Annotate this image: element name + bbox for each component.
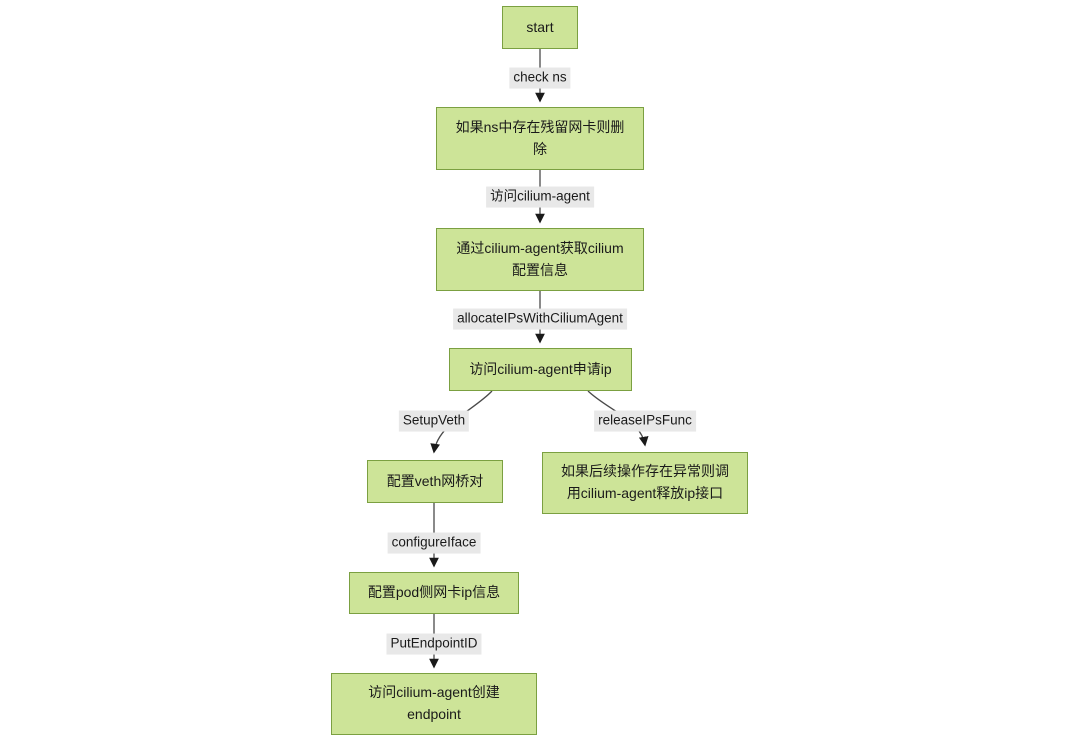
edge-label-allocate-ips: allocateIPsWithCiliumAgent [453,308,627,330]
node-release-ips-on-error-label: 如果后续操作存在异常则调用cilium-agent释放ip接口 [561,463,729,501]
edge-label-check-ns: check ns [509,67,571,89]
node-setup-veth: 配置veth网桥对 [367,460,503,503]
node-release-ips-on-error: 如果后续操作存在异常则调用cilium-agent释放ip接口 [542,452,748,514]
node-request-ip-label: 访问cilium-agent申请ip [469,360,612,377]
node-configure-pod-iface: 配置pod侧网卡ip信息 [349,572,519,614]
edge-label-release-ips-func: releaseIPsFunc [594,410,696,432]
node-create-endpoint: 访问cilium-agent创建endpoint [331,673,537,735]
edge-label-put-endpoint-id: PutEndpointID [386,633,482,655]
edge-label-setup-veth: SetupVeth [398,410,470,432]
node-get-cilium-config: 通过cilium-agent获取cilium配置信息 [436,228,644,291]
edge-label-configure-iface: configureIface [387,532,481,554]
node-start: start [502,6,578,49]
node-start-label: start [526,18,554,35]
node-cleanup-residual-nic-label: 如果ns中存在残留网卡则删除 [455,118,625,157]
edge-label-visit-cilium-agent: 访问cilium-agent [486,186,594,208]
node-cleanup-residual-nic: 如果ns中存在残留网卡则删除 [436,107,644,170]
node-request-ip: 访问cilium-agent申请ip [449,348,632,391]
node-create-endpoint-label: 访问cilium-agent创建endpoint [368,684,500,722]
node-configure-pod-iface-label: 配置pod侧网卡ip信息 [367,584,501,601]
node-get-cilium-config-label: 通过cilium-agent获取cilium配置信息 [456,239,624,278]
node-setup-veth-label: 配置veth网桥对 [386,472,484,489]
